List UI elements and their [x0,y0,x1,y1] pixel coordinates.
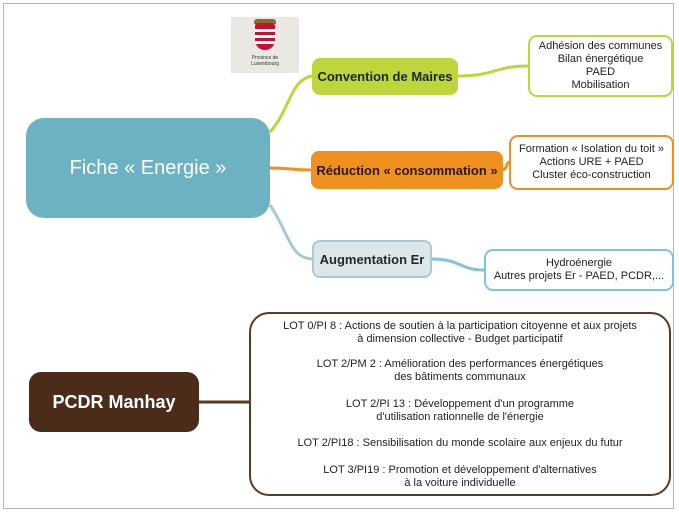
connector-central-augmentation [268,204,313,261]
connector-convention-details [457,64,529,78]
province-logo: Province de Luxembourg [231,17,299,73]
central-node: Fiche « Energie » [26,118,270,218]
logo-caption: Province de Luxembourg [251,55,279,67]
detail-line: Hydroénergie [545,257,613,269]
augmentation-details: Hydroénergie Autres projets Er - PAED, P… [484,249,674,291]
detail-line: Bilan énergétique [557,53,644,65]
crest-icon [255,23,275,50]
detail-line: Formation « Isolation du toit » [519,143,664,155]
lot-item: LOT 0/PI 8 : Actions de soutien à la par… [283,320,637,345]
crown-icon [254,19,276,24]
branch-augmentation-er: Augmentation Er [312,240,432,278]
lot-item: LOT 2/PI18 : Sensibilisation du monde sc… [297,437,623,449]
pcdr-lots-list: LOT 0/PI 8 : Actions de soutien à la par… [249,312,671,496]
convention-details: Adhésion des communes Bilan énergétique … [528,35,673,97]
branch-reduction-consommation: Réduction « consommation » [311,151,503,189]
detail-line: Adhésion des communes [538,40,663,52]
detail-line: Cluster éco-construction [532,169,651,181]
branch-convention-de-maires: Convention de Maires [312,58,458,95]
lot-item: LOT 3/PI19 : Promotion et développement … [323,464,597,489]
connector-central-reduction [269,166,312,172]
lot-item: LOT 2/PM 2 : Amélioration des performanc… [316,358,604,383]
detail-line: Autres projets Er - PAED, PCDR,... [493,270,665,282]
detail-line: Actions URE + PAED [539,156,644,168]
pcdr-manhay-node: PCDR Manhay [29,372,199,432]
connector-central-convention [268,74,313,134]
detail-line: Mobilisation [571,79,630,91]
detail-line: PAED [585,66,616,78]
reduction-details: Formation « Isolation du toit » Actions … [509,135,674,190]
lot-item: LOT 2/PI 13 : Développement d'un program… [345,398,575,423]
connector-augmentation-details [431,257,485,272]
connector-reduction-details [502,160,510,172]
